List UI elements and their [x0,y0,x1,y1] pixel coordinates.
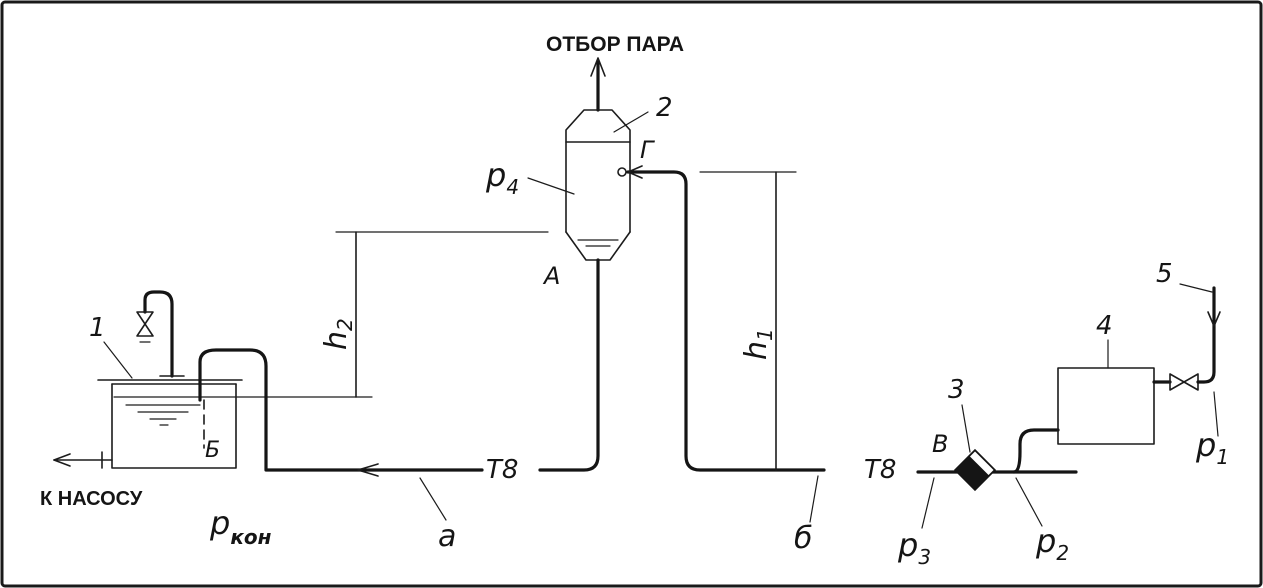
label-p1: p1 [1195,426,1229,469]
label-num-4: 4 [1096,311,1113,341]
tank-vent-valve [136,290,185,378]
label-point-B-cyr: Б [205,438,220,463]
label-point-V: В [932,430,948,458]
line-b-pipe [626,165,826,472]
condensate-tank [97,348,484,472]
label-point-A: A [542,262,560,290]
label-num-1: 1 [89,313,106,343]
label-p3: p3 [897,526,931,569]
label-to-pump: К НАСОСУ [40,488,143,510]
to-pump-outlet [53,451,113,469]
label-p2: p2 [1035,522,1069,565]
label-line-a: a [438,519,456,554]
right-pipeline [916,283,1221,529]
label-h2: h2 [319,318,357,350]
separator-vessel [538,57,631,472]
leader-1 [103,341,133,379]
label-h1: h1 [739,328,777,360]
label-point-G: Г [640,136,655,164]
label-t8-left: T8 [486,455,518,485]
leader-p4 [527,177,575,195]
leader-2 [613,111,649,133]
label-num-3: 3 [948,375,965,405]
label-num-5: 5 [1156,259,1173,289]
label-num-2: 2 [656,93,673,123]
label-steam-offtake: ОТБОР ПАРА [546,33,684,56]
dimension-h1 [699,171,797,471]
flow-arrow-a [357,463,379,477]
label-line-b: б [794,521,813,556]
leader-b [809,475,819,523]
valve-5 [1169,373,1199,391]
filter-3 [953,448,997,492]
tank-4 [1057,367,1155,445]
label-pkon: pкон [209,504,272,549]
dimension-h2 [335,231,549,398]
label-t8-right: T8 [864,455,896,485]
leader-a [419,477,447,521]
label-p4: p4 [485,156,519,199]
